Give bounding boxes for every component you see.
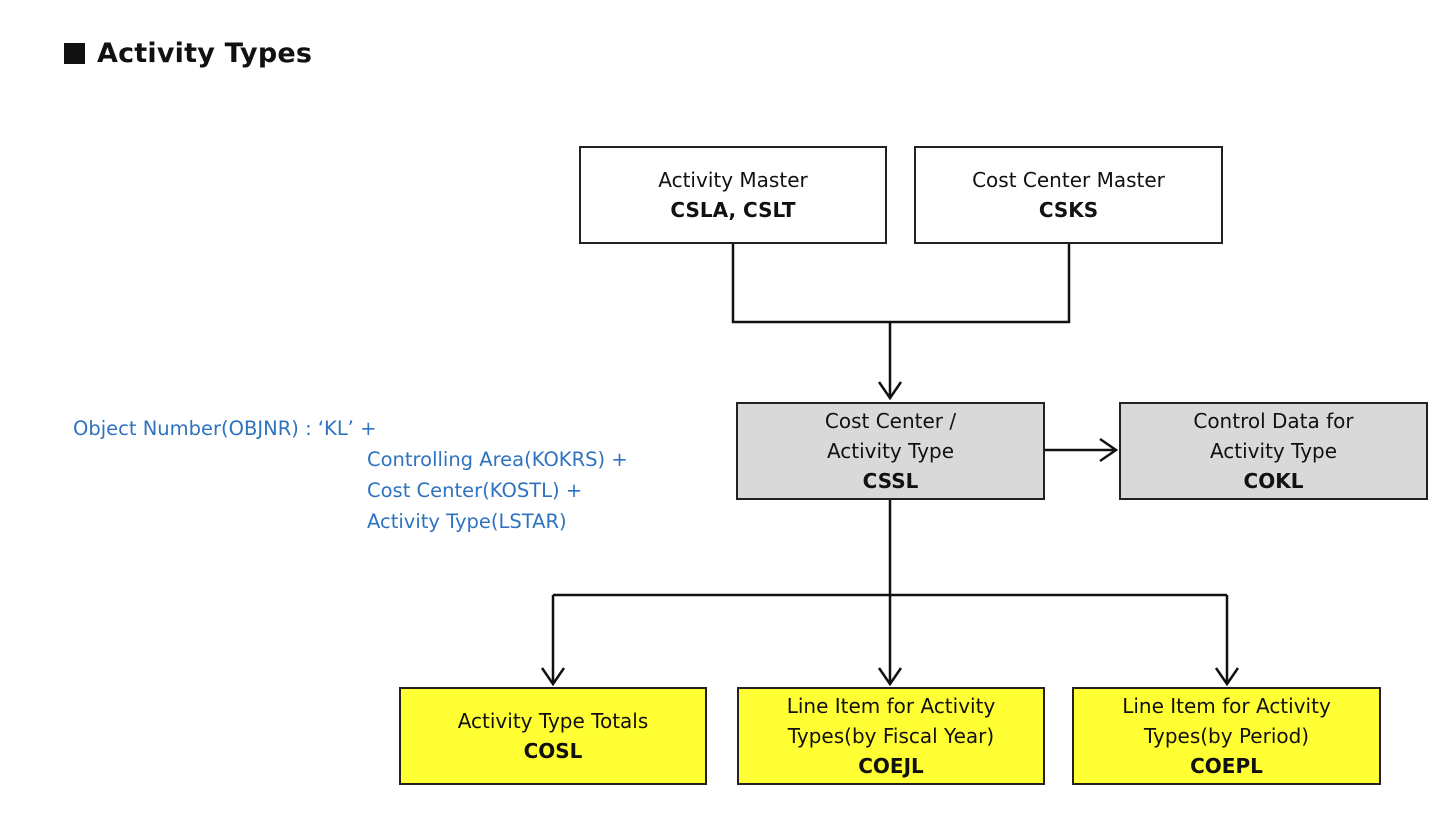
- cssl-label-line1: Cost Center /: [824, 409, 957, 433]
- activity-master-label: Activity Master: [658, 168, 808, 192]
- cosl-box: Activity Type Totals COSL: [399, 687, 707, 785]
- arrowhead-to-coepl: [1214, 667, 1240, 687]
- coejl-box: Line Item for Activity Types(by Fiscal Y…: [737, 687, 1045, 785]
- cokl-code: COKL: [1243, 469, 1304, 493]
- coejl-code: COEJL: [858, 754, 924, 778]
- cosl-code: COSL: [523, 739, 583, 763]
- object-number-note: Object Number(OBJNR) : ‘KL’ + Controllin…: [73, 413, 628, 537]
- page-title-text: Activity Types: [97, 38, 313, 69]
- coejl-label-line1: Line Item for Activity: [786, 694, 996, 718]
- coepl-label-line2: Types(by Period): [1143, 724, 1310, 748]
- object-number-line2: Controlling Area(KOKRS) +: [367, 448, 628, 471]
- object-number-line3: Cost Center(KOSTL) +: [367, 479, 583, 502]
- cosl-label: Activity Type Totals: [457, 709, 649, 733]
- activity-master-code: CSLA, CSLT: [670, 198, 796, 222]
- title-bullet-square: [64, 43, 85, 64]
- cost-center-master-box: Cost Center Master CSKS: [914, 146, 1223, 244]
- object-number-line1: Object Number(OBJNR) : ‘KL’ +: [73, 417, 377, 440]
- cokl-label-line2: Activity Type: [1209, 439, 1338, 463]
- cssl-label-line2: Activity Type: [826, 439, 955, 463]
- coepl-code: COEPL: [1190, 754, 1263, 778]
- object-number-line4: Activity Type(LSTAR): [367, 510, 567, 533]
- arrowhead-to-cssl: [877, 381, 903, 401]
- cokl-box: Control Data for Activity Type COKL: [1119, 402, 1428, 500]
- arrowhead-to-cosl: [540, 667, 566, 687]
- cost-center-master-code: CSKS: [1038, 198, 1099, 222]
- coepl-label-line1: Line Item for Activity: [1122, 694, 1331, 718]
- connector-masters-merge: [731, 242, 1071, 324]
- cssl-box: Cost Center / Activity Type CSSL: [736, 402, 1045, 500]
- arrowhead-to-coejl: [877, 667, 903, 687]
- coejl-label-line2: Types(by Fiscal Year): [787, 724, 995, 748]
- arrowhead-to-cokl: [1099, 437, 1119, 463]
- page-title: Activity Types: [64, 38, 312, 69]
- cost-center-master-label: Cost Center Master: [972, 168, 1165, 192]
- activity-master-box: Activity Master CSLA, CSLT: [579, 146, 887, 244]
- cssl-code: CSSL: [862, 469, 919, 493]
- cokl-label-line1: Control Data for: [1193, 409, 1354, 433]
- coepl-box: Line Item for Activity Types(by Period) …: [1072, 687, 1381, 785]
